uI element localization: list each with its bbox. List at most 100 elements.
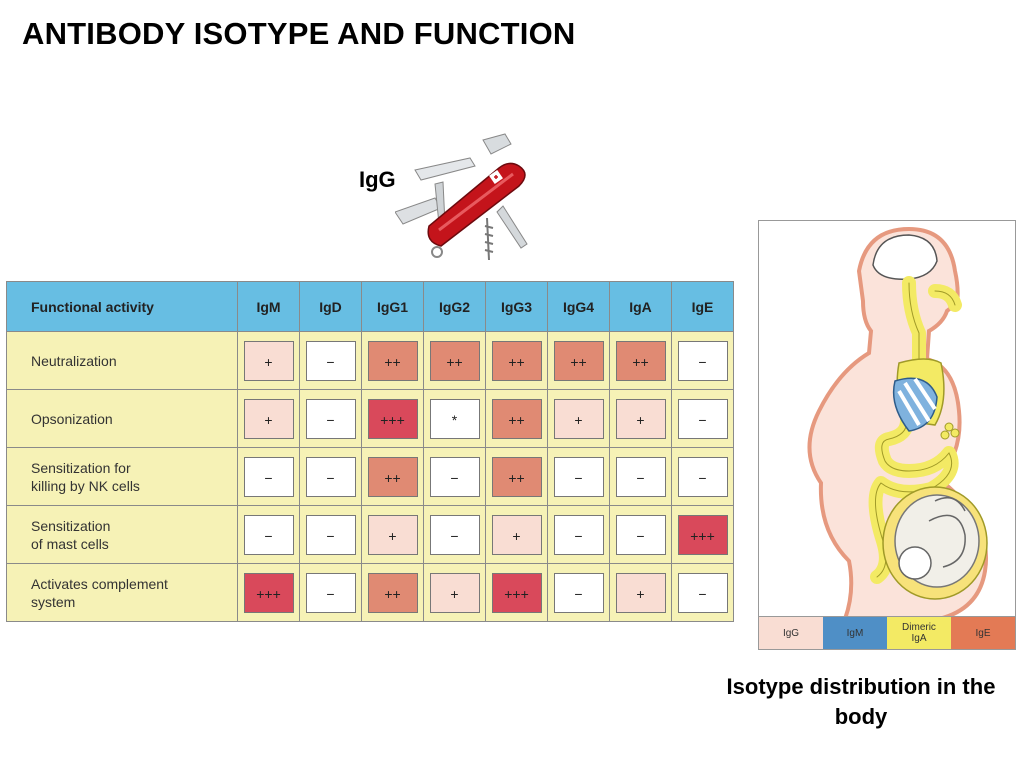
legend-item: Dimeric IgA [887,617,951,649]
table-cell: ++ [361,331,424,390]
table-cell: +++ [485,563,548,622]
table-cell: + [423,563,486,622]
table-cell: − [423,447,486,506]
table-row: Sensitization of mast cells−−+−+−−+++ [6,505,734,564]
header-isotype: IgG4 [547,281,610,332]
activity-level-box: + [491,514,542,555]
activity-level-box: − [429,456,480,497]
activity-level-box: ++ [553,340,604,381]
table-cell: * [423,389,486,448]
activity-level-box: − [305,572,356,613]
header-isotype: IgM [237,281,300,332]
table-cell: ++ [361,447,424,506]
activity-level-box: ++ [491,398,542,439]
activity-level-box: ++ [491,340,542,381]
table-cell: − [609,505,672,564]
table-cell: − [609,447,672,506]
header-isotype: IgE [671,281,734,332]
activity-level-box: + [615,572,666,613]
activity-level-box: − [553,572,604,613]
page-title: ANTIBODY ISOTYPE AND FUNCTION [22,16,576,51]
table-cell: + [237,389,300,448]
table-row: Opsonization+−+++*++++− [6,389,734,448]
table-cell: +++ [361,389,424,448]
table-cell: − [547,563,610,622]
table-cell: + [237,331,300,390]
header-isotype: IgG2 [423,281,486,332]
row-label: Opsonization [6,389,238,448]
activity-level-box: − [615,456,666,497]
header-functional-activity: Functional activity [6,281,238,332]
table-cell: ++ [423,331,486,390]
activity-level-box: +++ [677,514,728,555]
table-row: Sensitization for killing by NK cells−−+… [6,447,734,506]
legend-item: IgM [823,617,887,649]
table-cell: − [299,563,362,622]
table-cell: +++ [671,505,734,564]
activity-level-box: ++ [429,340,480,381]
header-isotype: IgD [299,281,362,332]
row-label: Activates complement system [6,563,238,622]
table-cell: − [547,447,610,506]
activity-level-box: * [429,398,480,439]
activity-level-box: +++ [367,398,418,439]
table-cell: − [671,563,734,622]
table-cell: ++ [609,331,672,390]
activity-level-box: ++ [491,456,542,497]
activity-level-box: +++ [491,572,542,613]
activity-level-box: + [243,398,294,439]
activity-level-box: + [553,398,604,439]
activity-level-box: − [553,456,604,497]
header-isotype: IgA [609,281,672,332]
table-cell: − [237,447,300,506]
header-isotype: IgG3 [485,281,548,332]
table-cell: ++ [485,389,548,448]
table-cell: + [485,505,548,564]
row-label: Sensitization for killing by NK cells [6,447,238,506]
table-cell: ++ [361,563,424,622]
activity-level-box: − [677,572,728,613]
activity-level-box: − [243,456,294,497]
activity-level-box: + [243,340,294,381]
activity-level-box: − [677,340,728,381]
activity-level-box: ++ [615,340,666,381]
pregnant-body-illustration [807,226,988,621]
table-cell: − [671,389,734,448]
table-cell: + [547,389,610,448]
legend-item: IgG [759,617,823,649]
activity-level-box: − [305,456,356,497]
table-cell: − [547,505,610,564]
table-cell: ++ [547,331,610,390]
activity-level-box: − [677,456,728,497]
table-cell: − [423,505,486,564]
activity-level-box: − [243,514,294,555]
igg-label: IgG [359,167,396,192]
activity-level-box: − [305,398,356,439]
table-cell: ++ [485,447,548,506]
row-label: Sensitization of mast cells [6,505,238,564]
table-cell: + [609,389,672,448]
table-cell: − [671,331,734,390]
activity-level-box: + [367,514,418,555]
table-cell: − [299,389,362,448]
table-cell: − [299,505,362,564]
activity-level-box: ++ [367,456,418,497]
activity-level-box: − [677,398,728,439]
activity-level-box: ++ [367,572,418,613]
legend-item: IgE [951,617,1015,649]
table-row: Activates complement system+++−++++++−+− [6,563,734,622]
figure-caption: Isotype distribution in the body [726,674,996,729]
activity-level-box: ++ [367,340,418,381]
activity-level-box: + [429,572,480,613]
activity-level-box: − [305,340,356,381]
table-row: Neutralization+−++++++++++− [6,331,734,390]
table-cell: +++ [237,563,300,622]
header-isotype: IgG1 [361,281,424,332]
activity-level-box: − [305,514,356,555]
table-cell: + [361,505,424,564]
table-cell: − [237,505,300,564]
